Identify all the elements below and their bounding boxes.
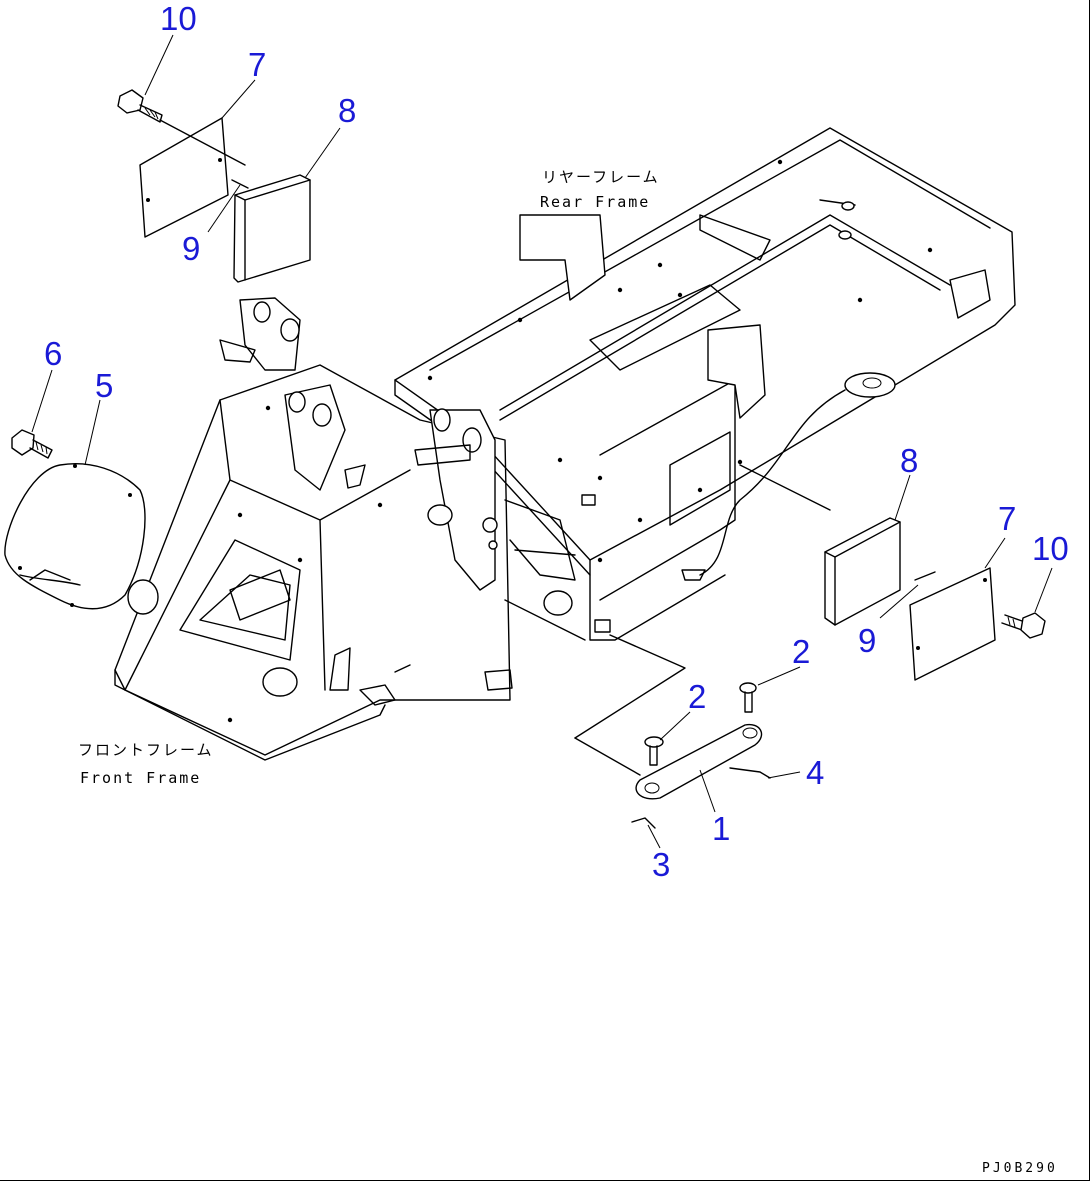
callout-3: 3 [652,846,670,883]
rubber-pad-top [233,174,311,283]
cotter-pin [631,817,656,829]
bolt-right [1001,612,1046,639]
pin-upper [739,682,757,713]
bolt-left [11,429,53,459]
callout-10-right: 10 [1032,530,1069,567]
callout-2-upper: 2 [792,633,810,670]
rear-frame [394,127,1016,641]
link-plate [635,723,763,800]
leader-lines [31,34,1053,849]
pin-lower [644,736,664,766]
cover-plate-top [139,117,229,238]
callout-9-right: 9 [858,622,876,659]
callout-2-lower: 2 [688,678,706,715]
callout-4: 4 [806,754,824,791]
front-frame-label-jp: フロントフレーム [78,741,214,759]
washer [729,767,771,779]
callout-7-top: 7 [248,46,266,83]
callout-7-right: 7 [998,500,1016,537]
callout-5: 5 [95,367,113,404]
drawing-code: PJ0B290 [982,1161,1058,1176]
callout-8-right: 8 [900,442,918,479]
rubber-pad-right [824,517,901,626]
cover-plate-left [4,463,146,610]
callout-9-top: 9 [182,230,200,267]
callout-10-top: 10 [160,0,197,37]
callout-1: 1 [712,810,730,847]
rear-frame-label-jp: リヤーフレーム [542,168,660,186]
front-frame-label-en: Front Frame [80,769,201,787]
rear-frame-label-en: Rear Frame [540,193,650,211]
front-frame [114,297,586,761]
callout-8-top: 8 [338,92,356,129]
cover-plate-right [909,567,996,681]
callout-6: 6 [44,335,62,372]
bolt-top [117,89,163,123]
